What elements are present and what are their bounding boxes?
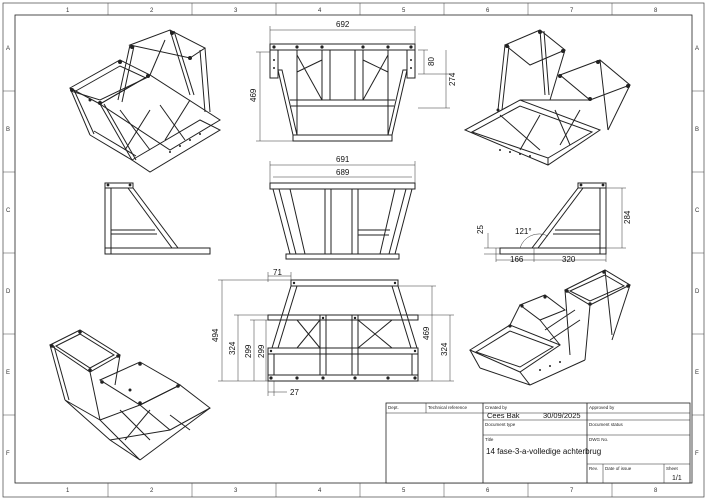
side-view-right: 25 121° 166 320 284	[476, 182, 632, 264]
grid-col-label: 2	[150, 8, 154, 14]
iso-view-bottom-left-bolts	[50, 330, 180, 405]
grid-row-label: E	[6, 370, 10, 376]
grid-col-label: 2	[150, 488, 154, 494]
dim-label: 284	[623, 210, 632, 224]
grid-row-label: F	[6, 451, 10, 457]
grid-ticks	[3, 3, 704, 497]
grid-col-label: 5	[402, 8, 406, 14]
top-view-dimensions	[256, 26, 450, 142]
tb-dwg-no-label: DWG No.	[589, 437, 608, 442]
inner-border	[14, 14, 693, 484]
tb-doc-status-label: Document status	[589, 422, 624, 427]
grid-row-label: C	[6, 208, 11, 214]
grid-col-label: 4	[318, 488, 322, 494]
tb-doc-type-label: Document type	[485, 422, 516, 427]
tb-approved-by-label: Approved by	[589, 405, 615, 410]
grid-column-labels: 1 2 3 4 5 6 7 8 1 2 3 4 5 6 7 8	[66, 8, 658, 494]
front-view-dimensions	[269, 161, 416, 183]
grid-col-label: 3	[234, 488, 238, 494]
grid-col-label: 6	[486, 8, 490, 14]
dim-label: 71	[273, 268, 282, 277]
dim-label: 469	[422, 326, 431, 340]
grid-row-labels: A B C D E F A B C D E F	[6, 46, 700, 457]
grid-row-label: A	[695, 46, 699, 52]
grid-col-label: 3	[234, 8, 238, 14]
tb-sheet-label: Sheet	[666, 466, 679, 471]
iso-view-top-left-bolts	[70, 31, 201, 153]
side-view-left	[104, 182, 211, 255]
dim-label: 25	[476, 225, 485, 234]
tb-rev-label: Rev.	[589, 466, 598, 471]
grid-row-label: D	[695, 289, 700, 295]
grid-col-label: 4	[318, 8, 322, 14]
grid-row-label: A	[6, 46, 10, 52]
side-view-right-dimensions	[484, 187, 626, 262]
dim-label: 80	[427, 57, 436, 66]
iso-view-bottom-right	[468, 269, 632, 386]
tb-sheet: 1/1	[672, 475, 682, 482]
iso-view-top-right-bolts	[496, 30, 630, 157]
grid-col-label: 1	[66, 488, 70, 494]
grid-col-label: 1	[66, 8, 70, 14]
tb-created-by-label: Created by	[485, 405, 508, 410]
iso-view-top-right	[463, 29, 631, 166]
grid-row-label: B	[6, 127, 10, 133]
dim-label: 299	[257, 344, 266, 358]
grid-col-label: 7	[570, 8, 574, 14]
dim-label: 494	[211, 328, 220, 342]
front-view: 691 689	[269, 155, 416, 260]
dim-label: 324	[440, 342, 449, 356]
tb-date-of-issue-label: Date of issue	[605, 466, 632, 471]
grid-row-label: B	[695, 127, 699, 133]
grid-row-label: F	[695, 451, 699, 457]
grid-row-label: D	[6, 289, 11, 295]
dim-label: 274	[448, 72, 457, 86]
grid-col-label: 8	[654, 8, 658, 14]
top-view: 692 469 80 274	[249, 20, 457, 142]
iso-view-top-left	[68, 29, 222, 173]
dim-label: 121°	[515, 227, 532, 236]
tb-date: 30/09/2025	[543, 411, 581, 420]
tb-dept-label: Dept.	[388, 405, 399, 410]
dim-label: 324	[228, 341, 237, 355]
tb-tech-ref-label: Technical reference	[428, 405, 468, 410]
title-block: Dept. Technical reference Created by Cee…	[385, 402, 691, 484]
bottom-view-dimensions	[218, 272, 454, 396]
grid-row-label: E	[695, 370, 699, 376]
tb-title-label: Title	[485, 437, 494, 442]
dim-label: 692	[336, 20, 350, 29]
dim-label: 166	[510, 255, 524, 264]
dim-label: 691	[336, 155, 350, 164]
dim-label: 27	[290, 388, 299, 397]
grid-col-label: 5	[402, 488, 406, 494]
grid-col-label: 8	[654, 488, 658, 494]
grid-row-label: C	[695, 208, 700, 214]
dim-label: 320	[562, 255, 576, 264]
grid-col-label: 6	[486, 488, 490, 494]
tb-title: 14 fase-3-a-volledige achterbrug	[486, 447, 601, 456]
side-view-left-bolts	[106, 183, 132, 187]
grid-col-label: 7	[570, 488, 574, 494]
dim-label: 299	[244, 344, 253, 358]
iso-view-bottom-left	[49, 329, 211, 461]
bottom-view: 71 494 324 299 299 469 324 27	[211, 268, 454, 397]
iso-view-bottom-right-bolts	[508, 270, 630, 371]
dim-label: 689	[336, 168, 350, 177]
tb-created-by: Cees Bak	[487, 411, 520, 420]
dim-label: 469	[249, 88, 258, 102]
